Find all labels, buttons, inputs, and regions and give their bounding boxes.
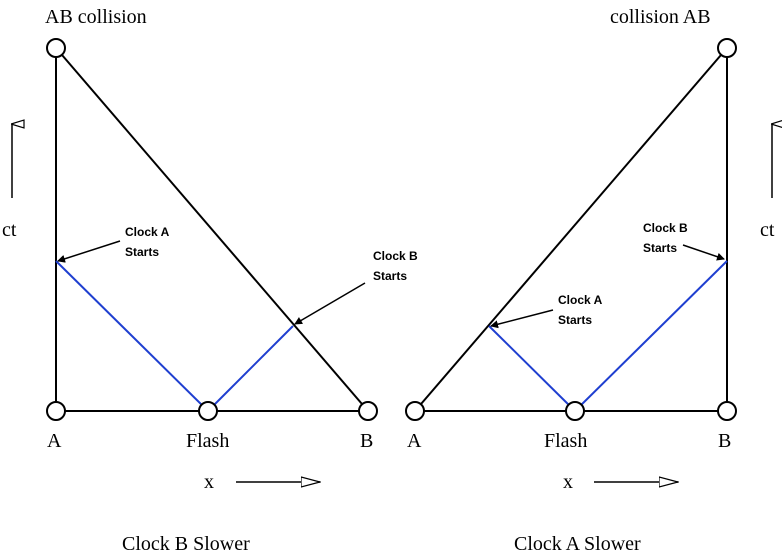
left-panel: AB collision ct Clock A Starts Clock B S… [2,6,421,555]
right-x-label: x [563,471,573,493]
right-caption: Clock A Slower [514,533,641,555]
left-label-b: B [360,430,373,452]
left-clock-a-note: Clock A Starts [125,225,172,259]
left-event-a [46,401,66,421]
left-event-b [358,401,378,421]
left-clock-a-pointer [57,240,121,263]
right-light-ray-to-b [574,260,728,412]
left-top-label: AB collision [45,6,147,28]
right-top-label: collision AB [610,6,711,28]
left-worldline-b [55,47,369,412]
left-clock-b-note: Clock B Starts [373,249,421,283]
right-panel: collision AB ct Clock B Starts Clock A S… [405,6,775,555]
left-light-ray-to-a [55,260,209,412]
right-event-flash [565,401,585,421]
left-collision-event [46,38,66,58]
right-event-a [405,401,425,421]
right-light-ray-to-a [488,325,576,412]
right-clock-a-note: Clock A Starts [558,293,605,327]
left-clock-b-pointer [294,282,366,325]
left-light-ray-to-b [207,325,294,412]
right-clock-a-pointer [490,309,554,329]
right-clock-b-pointer [682,244,725,261]
right-ct-label: ct [760,219,775,241]
left-x-label: x [204,471,214,493]
right-event-b [717,401,737,421]
right-label-flash: Flash [544,430,587,452]
right-clock-b-note: Clock B Starts [643,221,691,255]
left-ct-label: ct [2,219,17,241]
left-label-flash: Flash [186,430,229,452]
left-caption: Clock B Slower [122,533,250,555]
right-label-b: B [718,430,731,452]
right-worldline-a [414,47,728,412]
right-collision-event [717,38,737,58]
left-label-a: A [47,430,62,452]
right-label-a: A [407,430,422,452]
left-event-flash [198,401,218,421]
